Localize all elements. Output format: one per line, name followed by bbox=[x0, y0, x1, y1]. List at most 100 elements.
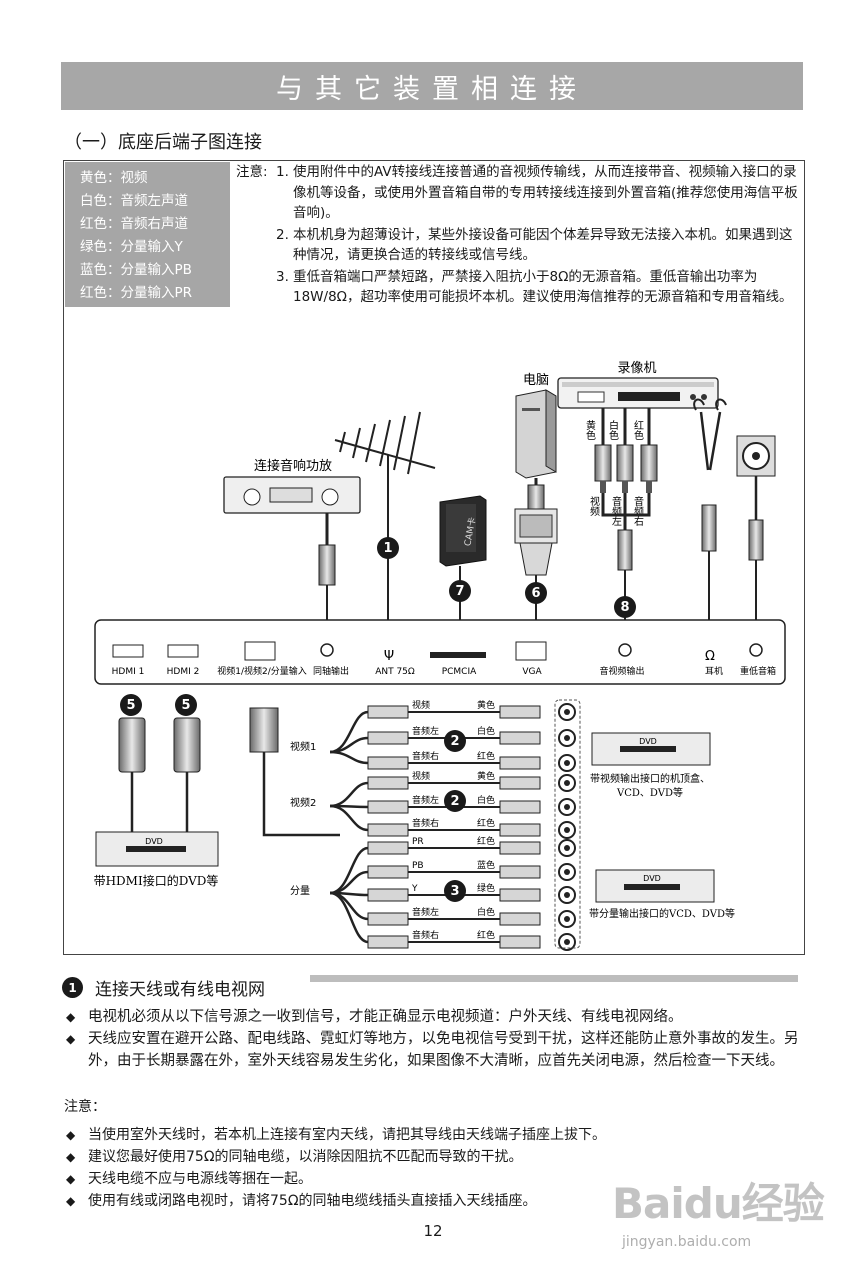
rca-plug bbox=[367, 888, 409, 902]
rca-plugs-vcr bbox=[594, 444, 658, 493]
color-legend: 黄色：视频 白色：音频左声道 红色：音频右声道 绿色：分量输入Y 蓝色：分量输入… bbox=[65, 162, 230, 307]
legend-item: 绿色：分量输入Y bbox=[80, 239, 183, 255]
cable-label-left: 音频左 bbox=[412, 906, 439, 918]
rca-plug bbox=[367, 731, 409, 745]
rca-socket-core bbox=[564, 709, 570, 715]
port-label: ANT 75Ω bbox=[375, 667, 415, 677]
diamond-bullet-icon: ◆ bbox=[66, 1128, 76, 1142]
dvd-av-device: DVD 带视频输出接口的机顶盒、 VCD、DVD等 bbox=[590, 732, 711, 799]
port-label: 音视频输出 bbox=[599, 665, 644, 677]
section-rule bbox=[310, 975, 798, 982]
port-label: 重低音箱 bbox=[740, 665, 776, 677]
rca-plug bbox=[499, 912, 541, 926]
cable-wire bbox=[329, 781, 369, 808]
vcr-cable-label: 红色 bbox=[632, 419, 644, 440]
cable-label-left: Y bbox=[411, 884, 418, 894]
rca-plug bbox=[499, 800, 541, 814]
port-row: HDMI 1 HDMI 2 视频1/视频2/分量输入 同轴输出 Ψ ANT 75… bbox=[112, 641, 776, 677]
group-label: 视频1 bbox=[290, 740, 316, 753]
section-1-body: ◆ 电视机必须从以下信号源之一收到信号，才能正确显示电视频道：户外天线、有线电视… bbox=[64, 1006, 806, 1072]
vcr-device: 录像机 bbox=[557, 361, 719, 409]
bullet-item: ◆ 天线应安置在避开公路、配电线路、霓虹灯等地方，以免电视信号受到干扰，这样还能… bbox=[64, 1028, 806, 1072]
page-number: 12 bbox=[423, 1222, 443, 1240]
legend-item: 红色：音频右声道 bbox=[80, 216, 188, 232]
note-number: 3. bbox=[276, 268, 289, 285]
rca-plug bbox=[367, 776, 409, 790]
dvd-av-label: 带视频输出接口的机顶盒、 bbox=[590, 772, 710, 785]
note-item: ◆ 天线电缆不应与电源线等捆在一起。 bbox=[64, 1168, 806, 1190]
subwoofer-device bbox=[736, 435, 776, 620]
dvd-logo: DVD bbox=[643, 874, 661, 883]
note-text: 本机机身为超薄设计，某些外接设备可能因个体差异导致无法接入本机。如果遇到这种情况… bbox=[293, 226, 793, 264]
diamond-bullet-icon: ◆ bbox=[66, 1150, 76, 1164]
diamond-bullet-icon: ◆ bbox=[66, 1194, 76, 1208]
cable-label-left: 音频右 bbox=[412, 817, 439, 829]
vcr-cable-label: 音频左 bbox=[610, 495, 622, 526]
cable-label-right: 黄色 bbox=[477, 699, 495, 711]
cable-label-right: 红色 bbox=[477, 835, 495, 847]
note-text: 当使用室外天线时，若本机上连接有室内天线，请把其导线由天线端子插座上拔下。 bbox=[88, 1127, 606, 1143]
dvd-component-label: 带分量输出接口的VCD、DVD等 bbox=[589, 907, 735, 920]
connection-diagram: 录像机 黄色 白色 红色 视频 音频左 音频右 电脑 bbox=[94, 361, 786, 951]
vcr-cable-label: 黄色 bbox=[584, 419, 596, 440]
cable-label-right: 红色 bbox=[477, 929, 495, 941]
bullet-item: ◆ 电视机必须从以下信号源之一收到信号，才能正确显示电视频道：户外天线、有线电视… bbox=[64, 1006, 806, 1028]
note-text: 天线电缆不应与电源线等捆在一起。 bbox=[88, 1171, 312, 1187]
notes-block: 注意: 1. 使用附件中的AV转接线连接普通的音视频传输线，从而连接带音、视频输… bbox=[236, 162, 804, 309]
antenna bbox=[334, 411, 436, 620]
rca-socket-core bbox=[564, 760, 570, 766]
cable-label-right: 白色 bbox=[477, 725, 495, 737]
badge-1: 1 bbox=[377, 537, 399, 559]
badge-6: 6 bbox=[525, 582, 547, 604]
port-label: 视频1/视频2/分量输入 bbox=[217, 665, 307, 677]
cable-label-right: 白色 bbox=[477, 794, 495, 806]
section-number: 1 bbox=[62, 977, 83, 998]
cable-label-left: PB bbox=[412, 861, 424, 871]
rca-socket-core bbox=[564, 939, 570, 945]
pc-device: 电脑 bbox=[515, 373, 557, 479]
rca-plug bbox=[499, 935, 541, 949]
cable-wire bbox=[329, 804, 369, 832]
rca-socket-core bbox=[564, 827, 570, 833]
diamond-bullet-icon: ◆ bbox=[66, 1172, 76, 1186]
badge-2: 2 bbox=[444, 790, 466, 812]
headphone-plug bbox=[693, 398, 727, 620]
pc-label: 电脑 bbox=[523, 373, 549, 388]
diamond-bullet-icon: ◆ bbox=[66, 1010, 76, 1024]
note-number: 1. bbox=[276, 164, 289, 180]
amplifier-label: 连接音响功放 bbox=[254, 458, 332, 474]
port-label: PCMCIA bbox=[442, 667, 477, 677]
page-title-bar: 与其它装置相连接 bbox=[61, 62, 803, 110]
amplifier-device: 连接音响功放 bbox=[223, 458, 361, 514]
rca-plug bbox=[367, 800, 409, 814]
rca-plug bbox=[499, 865, 541, 879]
port-label: 耳机 bbox=[705, 665, 723, 677]
rca-socket-core bbox=[564, 845, 570, 851]
badge-3: 3 bbox=[444, 880, 466, 902]
cable-label-left: 音频右 bbox=[412, 750, 439, 762]
cable-label-left: 音频左 bbox=[412, 794, 439, 806]
rca-socket-core bbox=[564, 916, 570, 922]
cable-label-right: 黄色 bbox=[477, 770, 495, 782]
page-title: 与其它装置相连接 bbox=[276, 73, 588, 105]
cable-wire bbox=[329, 750, 369, 765]
svg-text:Ω: Ω bbox=[705, 649, 715, 664]
cable-label-right: 白色 bbox=[477, 906, 495, 918]
rca-plug bbox=[367, 912, 409, 926]
cable-label-right: 红色 bbox=[477, 817, 495, 829]
note-text: 使用有线或闭路电视时，请将75Ω的同轴电缆线插头直接插入天线插座。 bbox=[88, 1193, 537, 1209]
rca-plug bbox=[499, 888, 541, 902]
cable-label-left: 视频 bbox=[412, 699, 430, 711]
bullet-text: 天线应安置在避开公路、配电线路、霓虹灯等地方，以免电视信号受到干扰，这样还能防止… bbox=[88, 1031, 799, 1069]
watermark-url: jingyan.baidu.com bbox=[622, 1234, 752, 1250]
cable-label-left: 音频右 bbox=[412, 929, 439, 941]
note-item: ◆ 使用有线或闭路电视时，请将75Ω的同轴电缆线插头直接插入天线插座。 bbox=[64, 1190, 806, 1212]
diamond-bullet-icon: ◆ bbox=[66, 1032, 76, 1046]
rca-plug bbox=[367, 756, 409, 770]
cable-wire bbox=[329, 891, 369, 944]
badge-8: 8 bbox=[614, 596, 636, 618]
rca-plug bbox=[367, 841, 409, 855]
rca-plug bbox=[367, 935, 409, 949]
section-1-heading: 1 连接天线或有线电视网 bbox=[62, 975, 265, 1000]
port-label: 同轴输出 bbox=[313, 665, 349, 677]
